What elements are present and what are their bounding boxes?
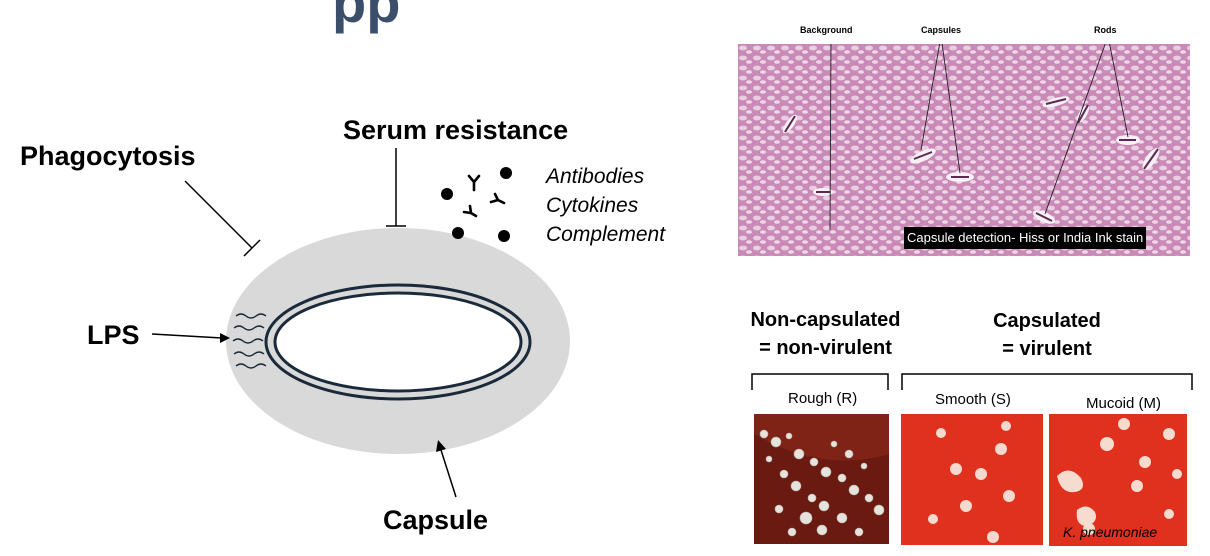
plate-label-smooth: Smooth (S) [935, 391, 1011, 408]
complement-label: Complement [546, 223, 666, 246]
non-capsulated-line1: Non-capsulated [750, 309, 901, 331]
capsule-label: Capsule [383, 505, 489, 535]
smooth-colony-plate [901, 414, 1043, 545]
slide-title-fragment: pp [332, 0, 401, 34]
antibodies-label: Antibodies [546, 165, 645, 188]
capsulated-title: Capsulated = virulent [967, 307, 1127, 363]
plate-label-mucoid: Mucoid (M) [1086, 395, 1162, 412]
non-capsulated-bracket [751, 373, 889, 390]
micrograph-pointer-lines [829, 44, 1129, 231]
non-capsulated-line2: = non-virulent [759, 337, 892, 359]
micrograph-label-rods: Rods [1094, 25, 1117, 35]
serum-resistance-inhibitor [386, 148, 406, 227]
species-label: K. pneumoniae [1063, 524, 1158, 540]
bacterium-diagram [151, 148, 570, 498]
micrograph-texture [738, 44, 1190, 256]
group-brackets [751, 373, 1193, 390]
lps-squiggles [232, 313, 267, 369]
capsule-stain-micrograph [738, 44, 1190, 256]
plate-label-rough: Rough (R) [788, 390, 858, 407]
capsulated-rods [782, 96, 1160, 224]
antibody-icons [462, 174, 506, 218]
rough-colony-plate [754, 414, 889, 544]
inner-membrane [273, 291, 523, 393]
molecule-dots [441, 167, 512, 242]
lps-label: LPS [87, 320, 140, 350]
capsulated-bracket [901, 373, 1193, 390]
phagocytosis-label: Phagocytosis [20, 141, 196, 171]
capsule-arrow [436, 440, 457, 498]
mucoid-colony-plate [1049, 414, 1187, 546]
phagocytosis-inhibitor [184, 180, 261, 257]
micrograph-label-background: Background [800, 25, 853, 35]
cytokines-label: Cytokines [546, 194, 639, 217]
non-capsulated-title: Non-capsulated = non-virulent [733, 306, 918, 362]
outer-membrane [264, 283, 532, 401]
micrograph-caption: Capsule detection- Hiss or India Ink sta… [904, 227, 1147, 249]
micrograph-label-capsules: Capsules [921, 25, 962, 35]
serum-resistance-label: Serum resistance [343, 115, 569, 145]
capsulated-line2: = virulent [1002, 338, 1092, 360]
capsulated-line1: Capsulated [993, 310, 1101, 332]
lps-arrow [151, 333, 230, 343]
